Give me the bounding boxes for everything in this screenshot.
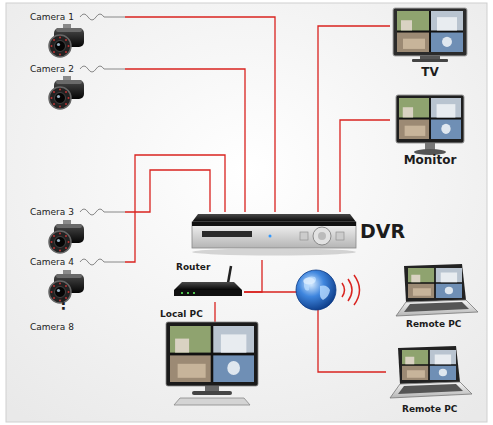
dvr-button [300,232,308,240]
pc-screen [170,326,254,382]
cable-line [340,120,390,212]
tv-stand [420,56,440,59]
router-node: Router [172,262,244,302]
cable-line [244,260,262,292]
camera-node: Camera 3 [28,203,125,253]
device-label: Monitor [390,154,470,168]
local-pc-node: Local PC [162,322,262,404]
monitor-bezel [396,95,464,143]
device-label: Camera 2 [30,64,74,74]
laptop-icon [396,264,478,316]
camera-cable [80,66,125,72]
camera-cable [80,259,125,265]
device-label: Remote PC [402,404,457,414]
device-label: Camera 1 [30,12,74,22]
pc-keyboard [174,398,250,405]
router-led [193,292,195,294]
device-label: Remote PC [406,319,461,329]
cable-line [125,170,210,212]
pc-base [192,391,232,395]
globe-land [304,276,316,290]
camera-cable [80,14,125,20]
dvr-display [202,231,252,237]
camera-cable [80,209,125,215]
tv-node: TV [390,6,470,82]
monitor-icon [396,95,464,155]
device-label: DVR [360,221,405,243]
monitor-node: Monitor [390,92,470,174]
router-antenna [228,266,231,283]
tv-icon [393,8,467,62]
dvr-node: DVR [190,212,390,260]
monitor-screen [399,98,461,139]
laptop-icon [390,346,472,398]
cable-line [125,17,275,212]
internet-globe [296,270,336,310]
device-label: Camera 4 [30,257,74,267]
frame [6,3,487,422]
dvr-control-pad [313,227,331,245]
router-led [187,292,189,294]
tv-bezel [393,8,467,56]
tv-screen [397,11,463,52]
camera-node: Camera 1 [28,8,125,62]
router-top [174,282,242,290]
cable-line [125,69,245,212]
device-label: Camera 3 [30,207,74,217]
router-led [181,292,183,294]
signal-arc [348,279,352,301]
camera-icon [49,76,84,109]
signal-arc [342,283,345,297]
dvr-shadow [192,249,356,256]
camera-node: Camera 4 [28,253,125,305]
remote-pc-node: Remote PC [392,262,478,330]
globe-shine [303,278,315,285]
cable-line [214,302,215,322]
device-label: Router [176,262,210,272]
dvr-icon [192,214,356,256]
dvr-stripe [192,222,356,226]
tv-stand [412,59,448,62]
camera-icon [49,24,84,57]
local-pc-icon [166,322,258,405]
dvr-button [336,232,344,240]
globe-land [320,286,330,301]
wireless-signal [342,275,360,305]
ellipsis-mark: ⋮ [56,296,71,313]
dvr-front [192,222,356,248]
cable-line [318,26,390,212]
pc-bezel [166,322,258,386]
device-label: Local PC [160,309,203,319]
signal-arc [354,275,360,305]
camera-label: Camera 8 [30,322,74,332]
dvr-top [192,214,356,222]
device-label: TV [390,66,470,80]
remote-pc-node: Remote PC [386,344,476,418]
camera-icon [49,220,84,253]
camera-node: Camera 2 [28,60,125,114]
dvr-led [269,235,272,238]
router-front [174,290,242,296]
dvr-control-center [318,232,326,240]
globe [296,270,336,310]
